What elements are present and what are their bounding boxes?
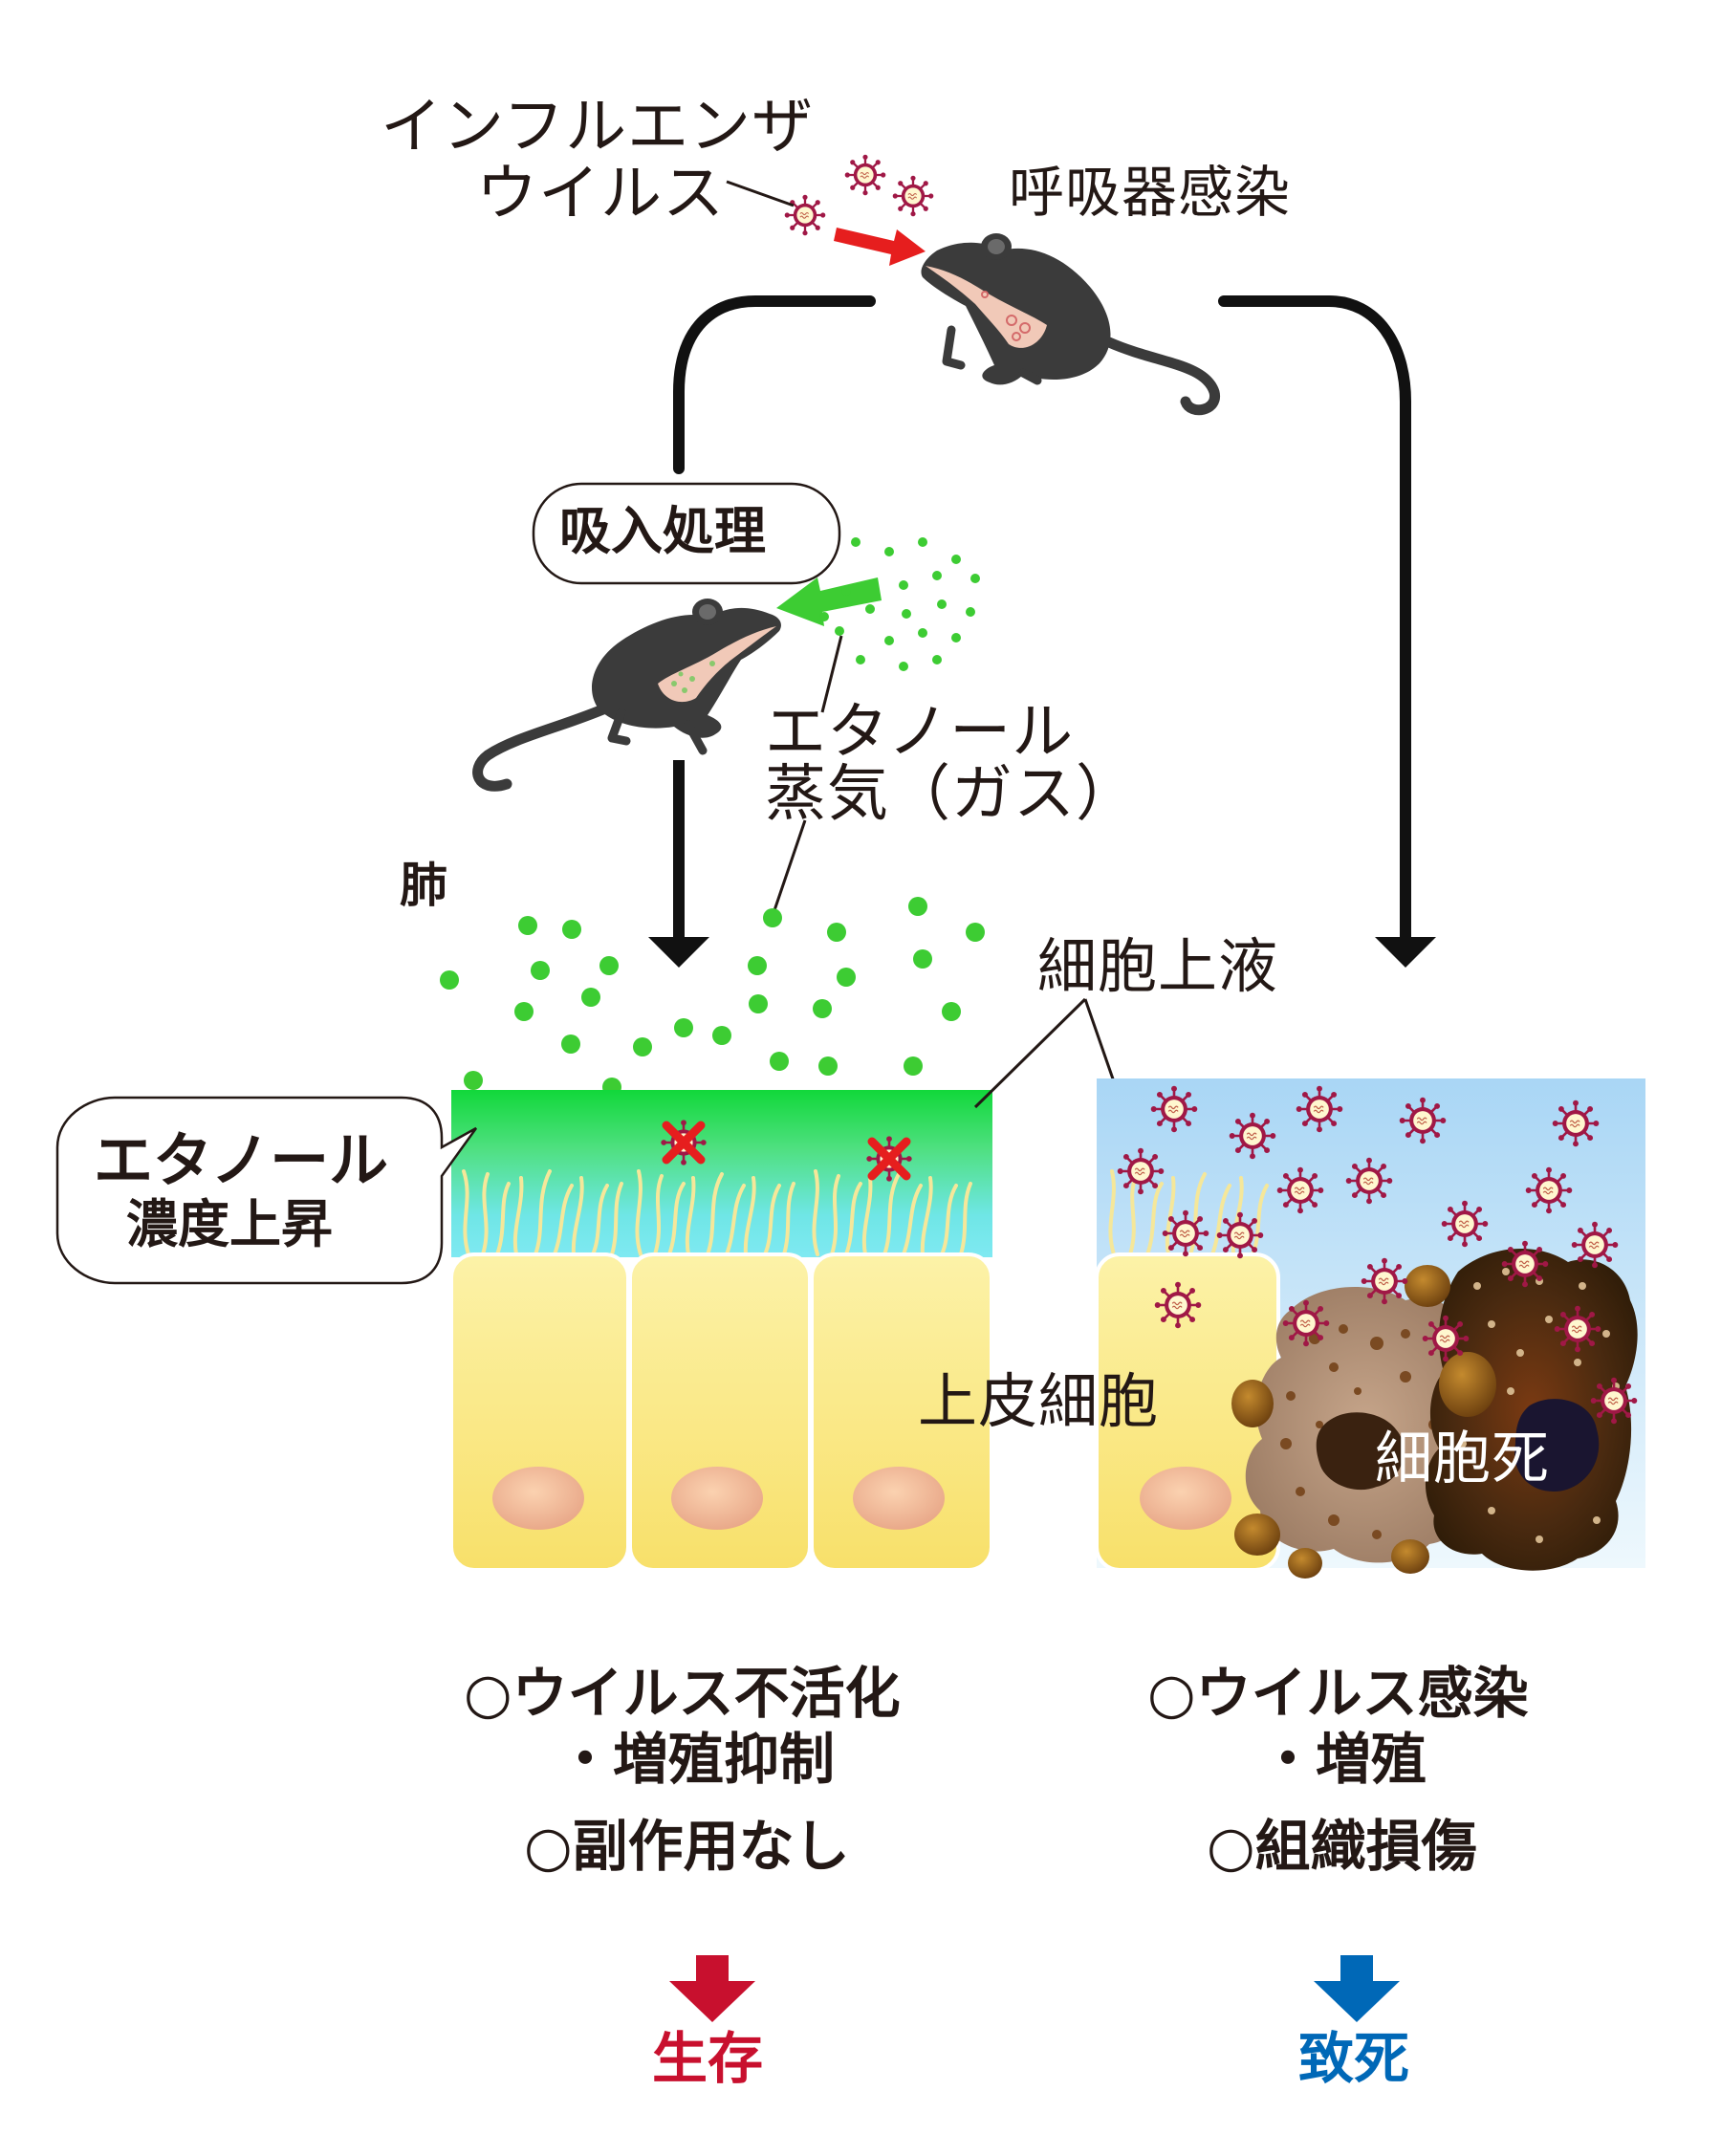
left-outcome-line3: ○副作用なし bbox=[524, 1814, 850, 1879]
green-arrow-icon bbox=[776, 577, 882, 626]
lung-label: 肺 bbox=[400, 858, 447, 913]
ethanol-vapor-dots bbox=[819, 537, 980, 671]
right-tissue bbox=[1095, 1078, 1645, 1579]
virus-icon bbox=[783, 193, 827, 237]
right-outcome-line2: ・増殖 bbox=[1260, 1727, 1427, 1792]
right-down-arrow-icon bbox=[1375, 937, 1436, 968]
left-tissue bbox=[449, 1090, 993, 1572]
virus-label-line1: インフルエンザ bbox=[381, 92, 815, 163]
red-arrow-icon bbox=[834, 228, 926, 266]
epithelial-cells-label: 上皮細胞 bbox=[918, 1366, 1160, 1436]
death-arrow-icon bbox=[1314, 1955, 1400, 2022]
cell-death-label: 細胞死 bbox=[1375, 1426, 1550, 1492]
treated-mouse bbox=[472, 599, 781, 792]
virus-label-line2: ウイルス bbox=[476, 159, 725, 229]
survival-arrow-icon bbox=[669, 1955, 755, 2022]
death-label: 致死 bbox=[1298, 2026, 1410, 2091]
left-down-arrow-icon bbox=[648, 937, 709, 968]
virus-icon bbox=[891, 174, 935, 218]
virus-icon bbox=[843, 153, 887, 197]
ethanol-vapor-label-line2: 蒸気（ガス） bbox=[765, 759, 1138, 830]
inhalation-treatment-label: 吸入処理 bbox=[559, 501, 766, 561]
infected-mouse bbox=[921, 233, 1220, 416]
left-outcome-line2: ・増殖抑制 bbox=[557, 1727, 836, 1792]
respiratory-infection-label: 呼吸器感染 bbox=[1009, 160, 1292, 225]
ethanol-vapor-label-line1: エタノール bbox=[765, 697, 1075, 768]
cell-supernatant-label: 細胞上液 bbox=[1037, 931, 1279, 1001]
right-outcome-line1: ○ウイルス感染 bbox=[1147, 1661, 1529, 1726]
ethanol-rise-callout bbox=[55, 1096, 478, 1285]
ethanol-particles bbox=[440, 897, 985, 1097]
left-outcome-line1: ○ウイルス不活化 bbox=[464, 1661, 901, 1726]
left-branch-arc bbox=[673, 295, 876, 474]
ethanol-rise-label-line1: エタノール bbox=[94, 1125, 389, 1195]
inhalation-box bbox=[532, 482, 841, 585]
right-branch-arc bbox=[1218, 295, 1411, 943]
survival-label: 生存 bbox=[652, 2026, 764, 2091]
right-outcome-line3: ○組織損傷 bbox=[1207, 1814, 1477, 1879]
ethanol-rise-label-line2: 濃度上昇 bbox=[126, 1194, 333, 1254]
